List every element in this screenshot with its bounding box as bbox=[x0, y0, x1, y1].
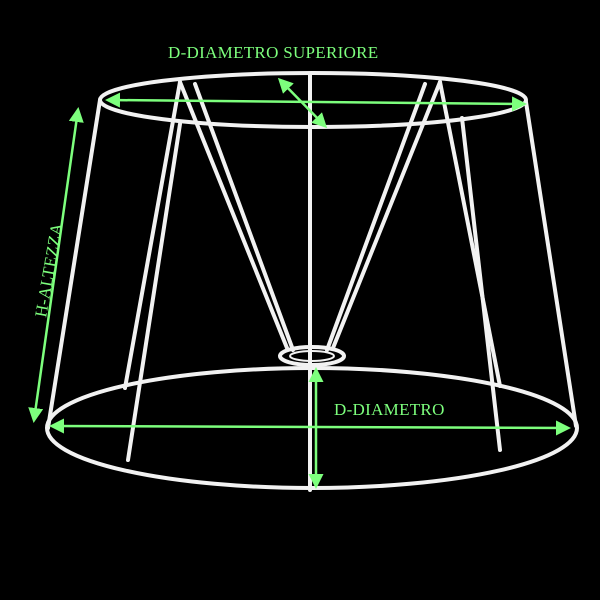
strut-back-right bbox=[438, 80, 502, 388]
strut-side-right bbox=[460, 116, 502, 452]
height-arrow bbox=[28, 107, 84, 423]
strut-front-right bbox=[524, 100, 578, 428]
strut-front-left-inner bbox=[126, 122, 182, 462]
spider-arm-3 bbox=[331, 80, 442, 350]
bottom-diameter-label: D-DIAMETRO bbox=[334, 400, 445, 419]
inner-fitter-ring-inner bbox=[289, 350, 335, 362]
top-diameter-arrow bbox=[105, 92, 527, 112]
strut-back-left bbox=[123, 80, 182, 390]
height-label: H-ALTEZZA bbox=[31, 221, 66, 319]
top-diameter-slant-arrow bbox=[277, 77, 328, 129]
spider-arm-2 bbox=[193, 82, 295, 352]
dimension-arrows bbox=[28, 77, 571, 489]
top-diameter-label: D-DIAMETRO SUPERIORE bbox=[168, 43, 378, 62]
inner-fitter-ring bbox=[278, 345, 346, 367]
spider-arm-4 bbox=[325, 82, 427, 352]
bottom-diameter-arrow bbox=[49, 418, 571, 436]
spider-arm-1 bbox=[178, 80, 289, 350]
